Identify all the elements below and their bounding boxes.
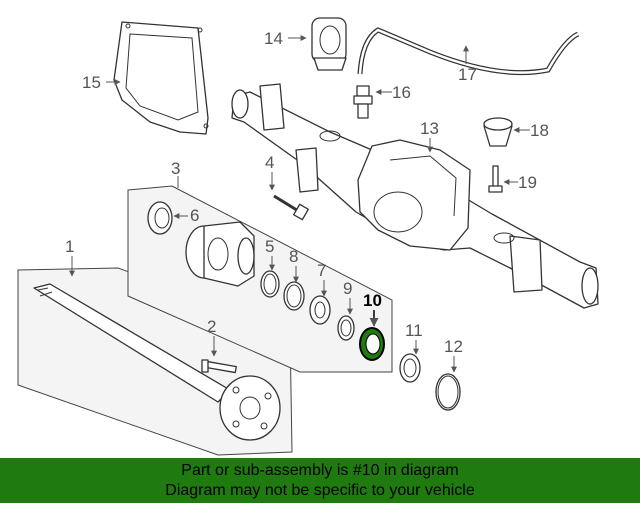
axle-shaft[interactable] xyxy=(33,283,281,441)
callout-1: 1 xyxy=(65,237,74,256)
callout-2: 2 xyxy=(207,317,216,336)
callout-3: 3 xyxy=(171,159,180,178)
shaft-retainer-bolt[interactable] xyxy=(273,194,309,221)
axle-mount-bushing[interactable] xyxy=(311,17,347,71)
callout-18: 18 xyxy=(530,121,549,140)
callout-16: 16 xyxy=(392,83,411,102)
callout-9: 9 xyxy=(343,279,352,298)
callout-7: 7 xyxy=(317,261,326,280)
cover-bolt[interactable] xyxy=(488,165,503,193)
banner-line-part-number: Part or sub-assembly is #10 in diagram xyxy=(181,462,459,479)
outer-seal[interactable] xyxy=(399,353,421,383)
differential-cover[interactable] xyxy=(113,21,209,135)
spacer-ring[interactable] xyxy=(337,315,355,341)
fill-plug[interactable] xyxy=(483,117,513,147)
exploded-axle-diagram: 1 2 3 4 5 6 7 8 9 10 11 12 13 14 15 16 1… xyxy=(17,17,599,456)
highlight-info-banner: Part or sub-assembly is #10 in diagram D… xyxy=(0,458,640,503)
callout-6: 6 xyxy=(190,206,199,225)
callout-4: 4 xyxy=(265,153,274,172)
callout-11: 11 xyxy=(405,321,423,340)
wheel-stud[interactable] xyxy=(201,359,237,374)
callout-14: 14 xyxy=(264,29,283,48)
axle-seal[interactable] xyxy=(147,201,173,235)
inner-seal-part-10[interactable] xyxy=(359,327,385,361)
vent-fitting[interactable] xyxy=(353,85,373,119)
callout-10: 10 xyxy=(363,291,382,310)
callout-15: 15 xyxy=(82,73,101,92)
retaining-ring[interactable] xyxy=(435,373,461,411)
callout-13: 13 xyxy=(420,119,439,138)
callout-5: 5 xyxy=(265,237,274,256)
bearing[interactable] xyxy=(309,295,331,325)
callout-19: 19 xyxy=(518,173,537,192)
callout-12: 12 xyxy=(444,337,463,356)
callout-17: 17 xyxy=(458,65,477,84)
differential-case[interactable] xyxy=(185,221,255,287)
callout-8: 8 xyxy=(289,247,298,266)
banner-line-disclaimer: Diagram may not be specific to your vehi… xyxy=(165,482,475,499)
axle-housing[interactable] xyxy=(231,83,599,309)
